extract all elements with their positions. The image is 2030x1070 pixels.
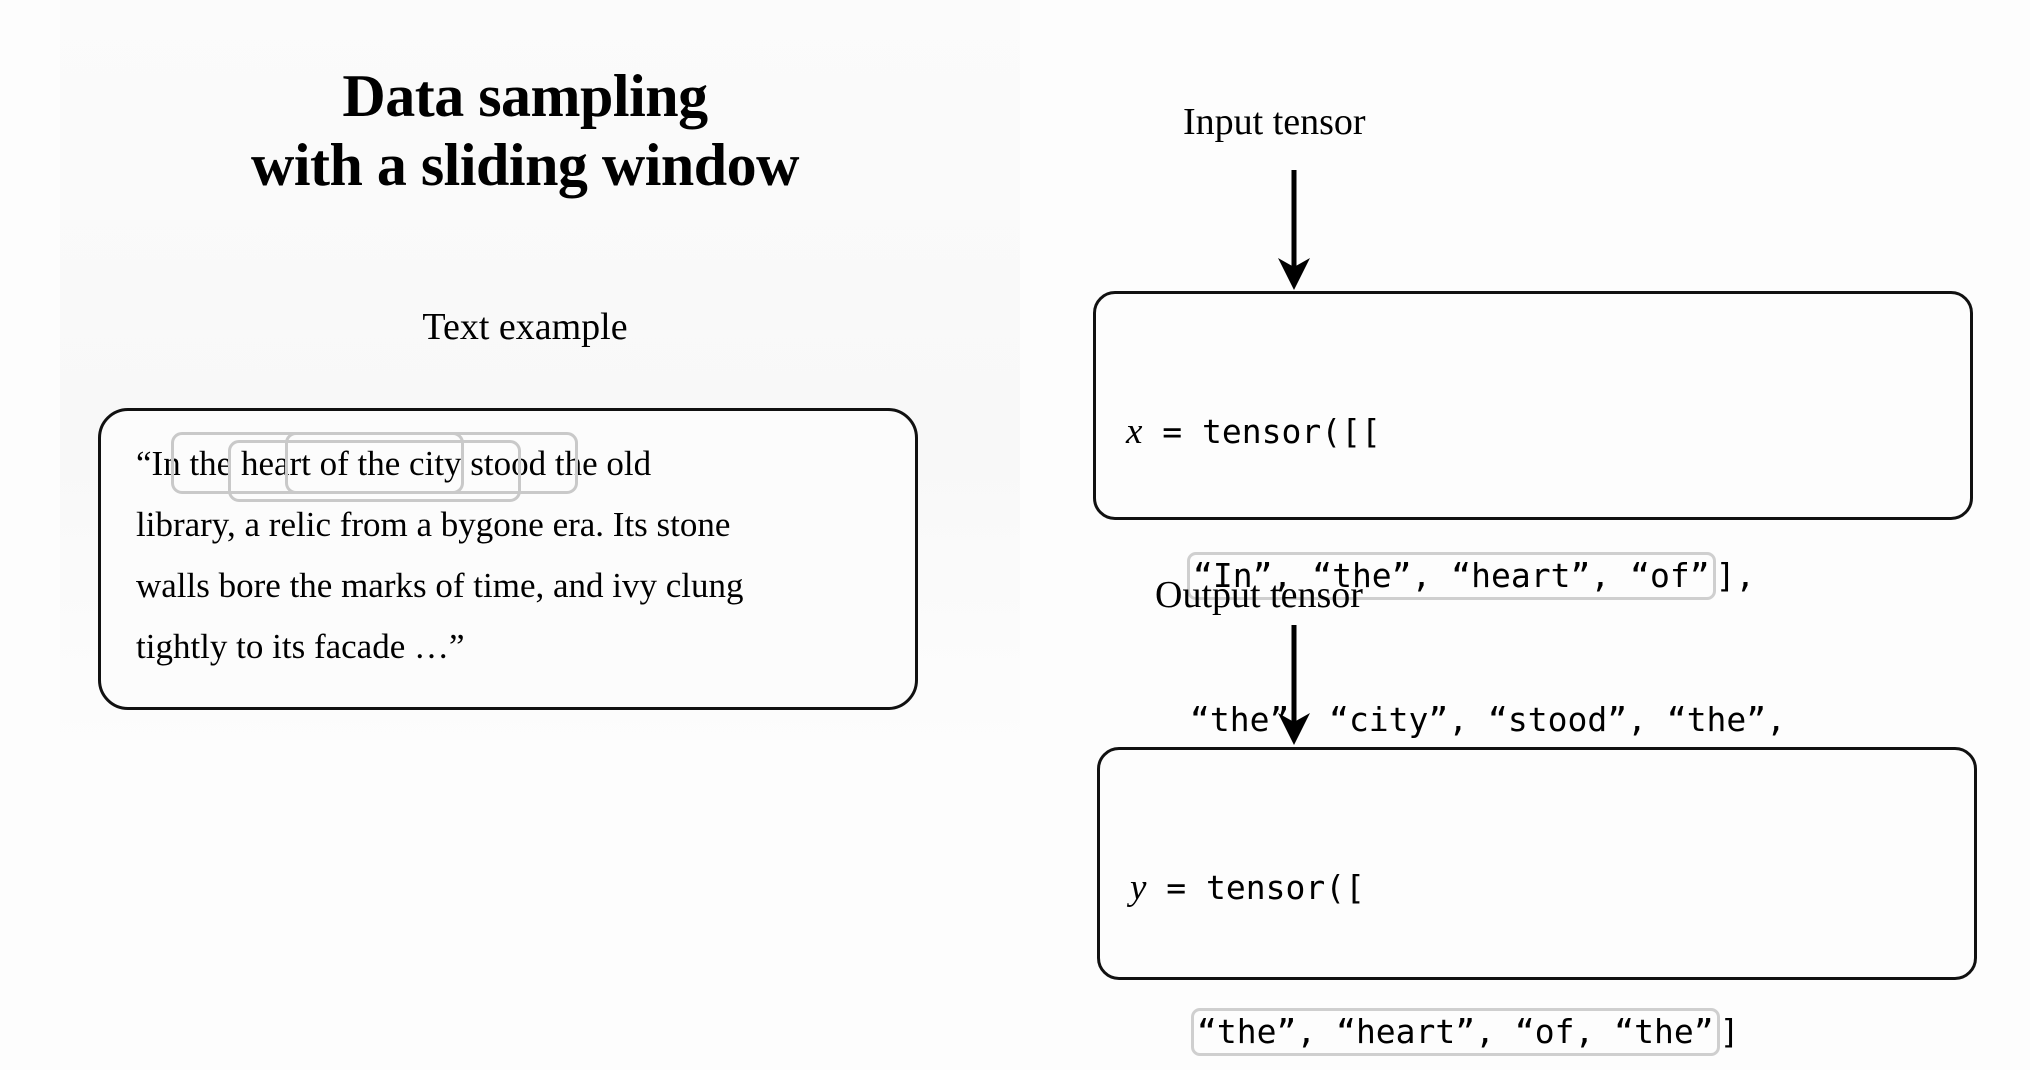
output-tensor-code: y = tensor([ “the”, “heart”, “of, “the”]… [1130,768,1952,1070]
output-window-highlight: “the”, “heart”, “of, “the” [1191,1008,1720,1056]
input-tensor-card: x = tensor([[ “In”, “the”, “heart”, “of”… [1093,291,1973,883]
text-line-4: tightly to its facade …” [136,627,465,666]
input-var-name: x [1126,411,1143,452]
output-var-name: y [1130,867,1147,908]
input-arrow-icon [1278,170,1310,290]
input-code-row-1: “In”, “the”, “heart”, “of”], [1126,552,1948,600]
input-assign: = tensor([[ [1142,412,1381,451]
input-row-1-suffix: ], [1715,556,1756,595]
page-title-line-2: with a sliding window [250,132,800,198]
output-arrow-icon [1278,625,1310,745]
text-example-heading: Text example [422,306,628,348]
input-code-row-0: x = tensor([[ [1126,408,1948,456]
input-row-2-text: “the”, “city”, “stood”, “the”, [1190,700,1787,739]
input-code-row-2: “the”, “city”, “stood”, “the”, [1126,696,1948,744]
output-assign: = tensor([ [1146,868,1365,907]
page-title: Data sampling with a sliding window [60,62,990,200]
text-line-1: “In the heart of the city stood the old [136,444,652,483]
output-tensor-label: Output tensor [1155,574,1363,616]
text-line-2: library, a relic from a bygone era. Its … [136,505,731,544]
output-code-row-0: y = tensor([ [1130,864,1952,912]
text-example-body: “In the heart of the city stood the old … [136,433,896,677]
output-code-row-1: “the”, “heart”, “of, “the”] [1130,1008,1952,1056]
input-tensor-label: Input tensor [1183,101,1366,143]
page-title-line-1: Data sampling [342,63,708,129]
text-example-card: “In the heart of the city stood the old … [98,408,918,710]
output-row-1-suffix: ] [1719,1012,1740,1051]
output-tensor-card: y = tensor([ “the”, “heart”, “of, “the”]… [1097,747,1977,1056]
input-window-highlight: “In”, “the”, “heart”, “of” [1187,552,1716,600]
text-line-3: walls bore the marks of time, and ivy cl… [136,566,744,605]
